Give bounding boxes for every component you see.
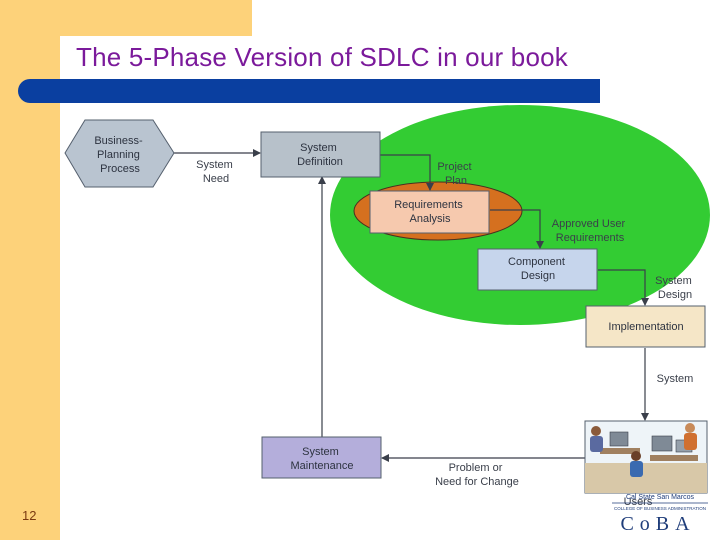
users-label: Users: [624, 496, 653, 508]
logo-university: Cal State San Marcos: [626, 494, 695, 501]
monitor-icon: [651, 435, 673, 452]
implementation-label: Implementation: [608, 321, 683, 333]
system-definition-label: System Definition: [297, 142, 343, 168]
requirements-analysis-box: [369, 190, 490, 234]
approved-requirements-label: Approved User Requirements: [552, 218, 628, 244]
system-need-label: System Need: [196, 159, 236, 185]
slide-title: The 5-Phase Version of SDLC in our book: [76, 42, 568, 72]
project-plan-label: Project Plan: [437, 161, 474, 187]
component-design-label: Component Design: [508, 256, 568, 282]
arrow-requirements-to-component: [490, 209, 544, 249]
arrow-component-to-implementation: [598, 269, 649, 306]
logo-college: COLLEGE OF BUSINESS ADMINISTRATION: [614, 506, 706, 511]
system-definition-box: [260, 131, 381, 178]
slide-number: 12: [22, 508, 37, 523]
component-design-box: [477, 248, 598, 291]
requirements-analysis-label: Requirements Analysis: [394, 199, 466, 225]
monitor-icon: [609, 431, 629, 447]
coba-logo: Cal State San Marcos COLLEGE OF BUSINESS…: [612, 494, 708, 535]
system-maintenance-box: [261, 436, 382, 479]
business-planning-label: Business- Planning Process: [94, 135, 145, 175]
implementation-box: [585, 305, 706, 348]
system-label: System: [657, 373, 694, 385]
business-planning-hexagon: [64, 119, 175, 188]
arrow-definition-to-requirements: [380, 154, 434, 191]
logo-wordmark: CoBA: [620, 513, 695, 535]
system-design-label: System Design: [655, 275, 695, 301]
top-accent-block: [0, 0, 252, 36]
system-maintenance-label: System Maintenance: [291, 446, 354, 472]
users-illustration: Users: [584, 420, 708, 508]
person-icon: [591, 426, 601, 436]
title-rule: [18, 79, 600, 103]
connectors: [174, 149, 649, 462]
person-icon: [685, 423, 695, 433]
person-icon: [631, 451, 641, 461]
problem-or-change-label: Problem or Need for Change: [435, 462, 519, 488]
